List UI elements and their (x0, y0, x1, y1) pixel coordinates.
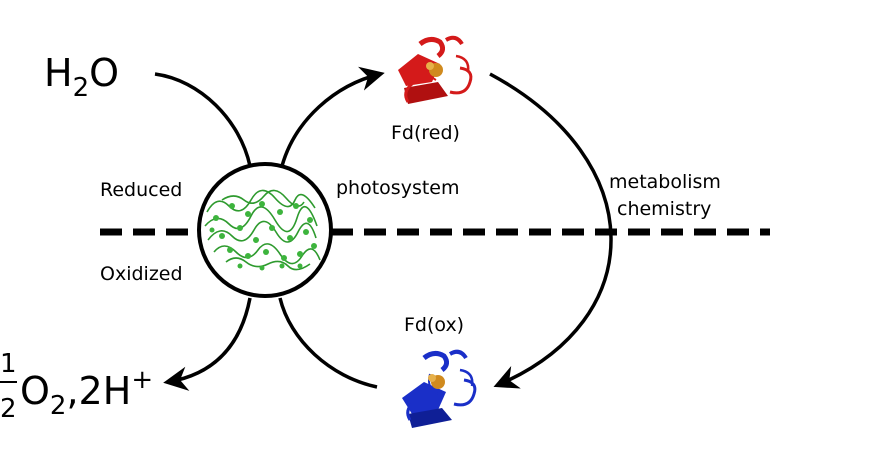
photosystem-circle (197, 162, 333, 298)
oxidized-label: Oxidized (100, 263, 183, 285)
svg-text:2: 2 (0, 394, 17, 424)
green-protein-complex-icon (204, 189, 321, 271)
photosystem-label: photosystem (336, 177, 460, 199)
photosystem-to-products-arrow (163, 297, 252, 391)
chemistry-label: chemistry (617, 198, 711, 220)
blue-ferredoxin-protein-icon (402, 349, 477, 428)
fdox-to-photosystem-arc (278, 297, 378, 389)
products-label: 1 2 O2,2H+ (0, 349, 153, 424)
water-oxidation-arc (154, 72, 252, 167)
fd-ox-label: Fd(ox) (404, 314, 464, 336)
water-label: H2O (44, 51, 119, 103)
svg-text:O2,2H+: O2,2H+ (20, 365, 153, 421)
photosystem-to-fdred-arrow (280, 66, 385, 167)
reduced-label: Reduced (100, 179, 182, 201)
metabolism-arc-arrow (489, 72, 613, 389)
svg-text:1: 1 (0, 349, 17, 379)
metabolism-label: metabolism (609, 171, 721, 193)
fd-red-label: Fd(red) (391, 122, 460, 144)
red-ferredoxin-protein-icon (398, 35, 473, 104)
